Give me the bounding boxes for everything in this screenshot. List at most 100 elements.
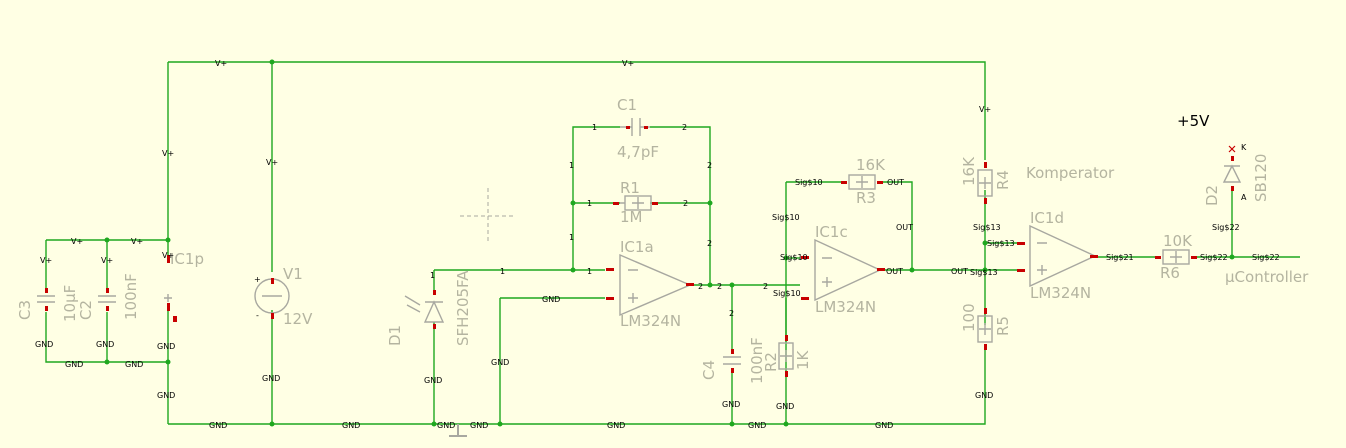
net-label: V+: [979, 105, 991, 114]
c3-name: C3: [16, 300, 34, 320]
net-label: Sig$13: [970, 268, 998, 277]
net-label: OUT: [886, 267, 903, 276]
net-label: GND: [975, 391, 993, 400]
net-label: Sig$13: [987, 239, 1015, 248]
ucontroller-label: µController: [1225, 268, 1309, 286]
c2-name: C2: [77, 300, 95, 320]
r6-name: R6: [1160, 264, 1180, 282]
net-label: GND: [542, 295, 560, 304]
ground-symbol-icon: [449, 424, 467, 437]
net-label: Sig$10: [780, 253, 808, 262]
resistor-r5[interactable]: [977, 308, 993, 350]
net-label: GND: [607, 421, 625, 430]
net-label: GND: [424, 376, 442, 385]
net-label: V+: [162, 251, 174, 260]
part-labels: C1 4,7pF R1 1M IC1a LM324N IC1c LM324N I…: [16, 96, 1309, 384]
c4-name: C4: [700, 360, 718, 380]
net-label: V+: [40, 256, 52, 265]
net-label: 2: [707, 239, 712, 248]
r6-value: 10K: [1163, 232, 1193, 250]
net-label: 1: [587, 267, 592, 276]
voltage-source-v1[interactable]: [254, 278, 290, 319]
ic1c-name: IC1c: [815, 223, 848, 241]
c1-value: 4,7pF: [617, 143, 659, 161]
opamp-ic1d[interactable]: [1017, 224, 1098, 288]
ic1d-name: IC1d: [1030, 209, 1064, 227]
net-label: V+: [215, 59, 227, 68]
resistor-r3[interactable]: [841, 174, 883, 190]
net-label: Sig$13: [973, 223, 1001, 232]
diode-d2[interactable]: [1222, 145, 1242, 191]
d1-name: D1: [386, 325, 404, 346]
r3-value: 16K: [856, 156, 886, 174]
opamp-power-ic1p[interactable]: [164, 255, 177, 322]
net-label: V+: [71, 237, 83, 246]
net-label: Sig$22: [1212, 223, 1240, 232]
net-label: GND: [776, 402, 794, 411]
net-label: 1: [587, 199, 592, 208]
photodiode-d1[interactable]: [404, 290, 445, 329]
capacitor-c1[interactable]: [620, 118, 650, 136]
opamp-ic1a[interactable]: [606, 253, 694, 317]
net-labels: V+ V+ V+ V+ V+ V+ V+ V+ V+ V+ GND GND GN…: [35, 59, 1280, 430]
r3-name: R3: [856, 189, 876, 207]
net-label: GND: [437, 421, 455, 430]
net-label: 2: [682, 123, 687, 132]
resistor-r2[interactable]: [778, 335, 794, 377]
net-label: 2: [707, 161, 712, 170]
net-label: GND: [342, 421, 360, 430]
v1-pin-plus: +: [254, 275, 261, 284]
net-label: GND: [35, 340, 53, 349]
net-label: Sig$21: [1106, 253, 1134, 262]
net-label: GND: [157, 391, 175, 400]
d2-pin-a: A: [1241, 193, 1247, 202]
net-label: OUT: [951, 267, 968, 276]
net-label: GND: [125, 360, 143, 369]
net-label: GND: [65, 360, 83, 369]
komparator-label: Komperator: [1026, 164, 1115, 182]
net-label: GND: [875, 421, 893, 430]
r2-value: 1K: [794, 349, 812, 370]
net-label: 1: [569, 233, 574, 242]
junctions: [104, 59, 1235, 427]
ic1a-name: IC1a: [620, 238, 654, 256]
resistor-r6[interactable]: [1155, 249, 1197, 265]
v1-pin-minus: -: [256, 311, 259, 320]
ic1d-value: LM324N: [1030, 284, 1091, 302]
r1-value: 1M: [620, 208, 643, 226]
net-label: OUT: [887, 178, 904, 187]
net-label: GND: [96, 340, 114, 349]
capacitor-c2[interactable]: [98, 288, 116, 311]
resistor-r1[interactable]: [613, 195, 658, 211]
wires: [45, 61, 1300, 425]
resistor-r4[interactable]: [977, 162, 993, 204]
opamp-ic1c[interactable]: [801, 238, 885, 302]
net-label: 2: [717, 282, 722, 291]
ic1p-name: IC1p: [170, 250, 204, 268]
r5-value: 100: [960, 303, 978, 332]
capacitor-c3[interactable]: [37, 288, 55, 311]
net-label: OUT: [896, 223, 913, 232]
net-label: 1: [500, 267, 505, 276]
net-label: 1: [592, 123, 597, 132]
net-label: GND: [262, 374, 280, 383]
net-label: Sig$22: [1252, 253, 1280, 262]
net-label: 2: [683, 199, 688, 208]
net-label: Sig$22: [1200, 253, 1228, 262]
capacitor-c4[interactable]: [723, 349, 741, 373]
net-label: 1: [569, 161, 574, 170]
d1-value: SFH205FA: [454, 270, 472, 346]
net-label: 1: [430, 271, 435, 280]
net-label: GND: [748, 421, 766, 430]
crosshair-icon: [460, 188, 516, 244]
net-label: GND: [209, 421, 227, 430]
d2-name: D2: [1203, 185, 1221, 206]
net-label: V+: [131, 237, 143, 246]
net-label: V+: [266, 158, 278, 167]
v1-value: 12V: [283, 310, 313, 328]
c1-name: C1: [617, 96, 637, 114]
net-label: GND: [157, 342, 175, 351]
c3-value: 10µF: [61, 285, 79, 322]
r1-name: R1: [620, 179, 640, 197]
